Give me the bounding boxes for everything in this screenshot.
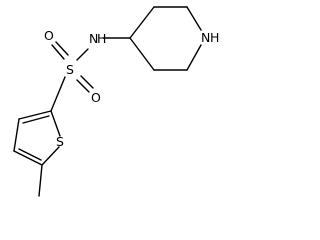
bond-thio-c2-c3-inner <box>22 115 50 124</box>
bond-pip-c2a-n <box>186 6 202 31</box>
bond-s-nh <box>76 48 89 61</box>
piperidine-nitrogen-label: N <box>201 30 210 45</box>
bond-thio-c3-c4 <box>13 118 20 152</box>
sulfonyl-oxygen-bottom-label: O <box>91 90 101 105</box>
sulfonyl-oxygen-top-label: O <box>44 28 54 43</box>
bond-s-o-top-1 <box>51 44 65 60</box>
bond-pip-c4-c3a <box>129 6 155 39</box>
nh-hydrogen-label: H <box>97 31 106 46</box>
bond-thio-c4-c5-inner <box>18 148 42 161</box>
bond-thio-c5-s <box>41 146 60 166</box>
bond-thio-s-c2 <box>50 110 61 137</box>
bond-methyl <box>38 164 43 197</box>
bond-s-o-top-2 <box>55 41 69 56</box>
sulfonyl-sulfur-label: S <box>66 62 74 77</box>
piperidine-hydrogen-label: H <box>210 30 219 45</box>
bond-s-o-bottom-2 <box>80 75 94 89</box>
bond-thio-c4-c5 <box>13 150 43 166</box>
thiophene-sulfur-label: S <box>56 134 64 149</box>
bond-pip-c3b-c4 <box>129 37 155 71</box>
chemical-structure: N H S O O S N H <box>13 6 219 197</box>
bond-s-thiophene-c2 <box>50 76 66 112</box>
bond-thio-c2-c3 <box>18 110 52 120</box>
nh-nitrogen-label: N <box>89 31 98 46</box>
bond-s-o-bottom-1 <box>76 79 90 93</box>
bond-pip-n-c2b <box>186 44 202 71</box>
